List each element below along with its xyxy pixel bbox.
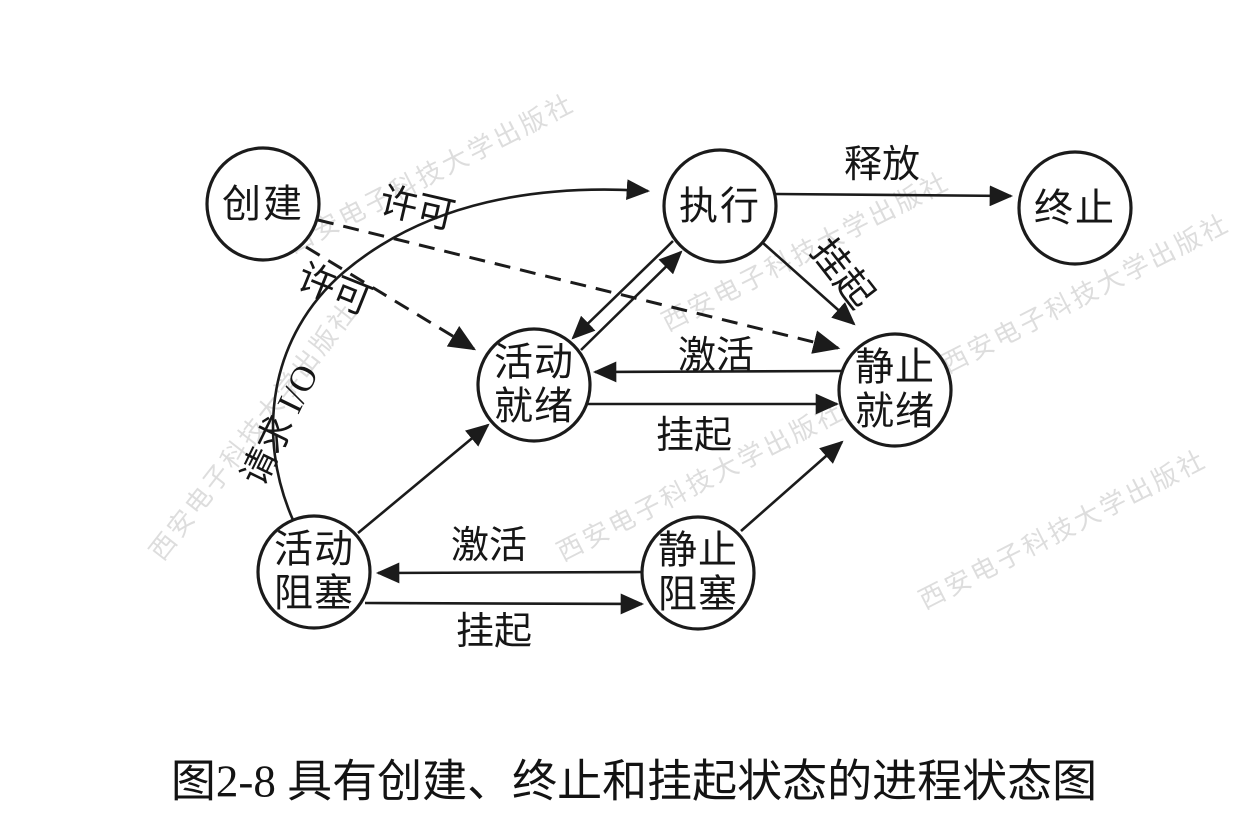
- state-node-active-ready: [476, 327, 592, 443]
- node-label-create: 创建: [221, 183, 305, 227]
- edge-label-activate-ready: 激活: [677, 335, 755, 377]
- state-node-active-blocked: [256, 514, 372, 630]
- state-node-terminated: [1017, 150, 1133, 266]
- node-label-line: 就绪: [854, 390, 936, 433]
- node-label-line: 静止: [657, 529, 739, 573]
- node-label-terminated: 终止: [1033, 187, 1117, 231]
- edge-label-activate-blocked: 激活: [450, 525, 528, 567]
- figure-caption: 图2-8 具有创建、终止和挂起状态的进程状态图: [170, 756, 1098, 807]
- edge-label-suspend-ready: 挂起: [655, 415, 733, 457]
- node-label-active-ready: 活动 就绪: [494, 341, 574, 428]
- node-label-line: 阻塞: [273, 572, 355, 615]
- state-node-static-blocked: [640, 515, 756, 631]
- state-node-create: [205, 146, 321, 262]
- edge-running-to-active-ready: [571, 240, 674, 340]
- edge-label-release: 释放: [843, 144, 921, 186]
- edge-admit-to-static-ready: [317, 218, 841, 354]
- edge-suspend-blocked: [364, 593, 645, 615]
- edge-admit-to-active-ready: [305, 245, 477, 351]
- edge-active-ready-to-running: [580, 250, 683, 351]
- state-node-static-ready: [837, 332, 953, 448]
- edge-release: [775, 185, 1014, 207]
- node-label-active-blocked: 活动 阻塞: [274, 528, 354, 615]
- node-label-line: 静止: [854, 346, 936, 390]
- node-label-line: 阻塞: [657, 573, 739, 616]
- node-label-static-blocked: 静止 阻塞: [658, 529, 738, 616]
- edge-activate-ready: [592, 361, 843, 383]
- edge-request-io: [271, 179, 651, 521]
- edge-active-blocked-to-active-ready: [357, 423, 490, 534]
- node-label-line: 就绪: [493, 385, 575, 428]
- node-label-static-ready: 静止 就绪: [855, 346, 935, 433]
- node-label-line: 活动: [273, 528, 355, 572]
- edge-activate-blocked: [375, 562, 643, 584]
- edge-static-blocked-to-static-ready: [740, 440, 844, 532]
- edge-label-suspend-blocked: 挂起: [455, 611, 533, 653]
- node-label-running: 执行: [678, 185, 762, 229]
- node-label-line: 活动: [493, 341, 575, 385]
- state-node-running: [662, 148, 778, 264]
- edge-suspend-from-running: [762, 242, 856, 326]
